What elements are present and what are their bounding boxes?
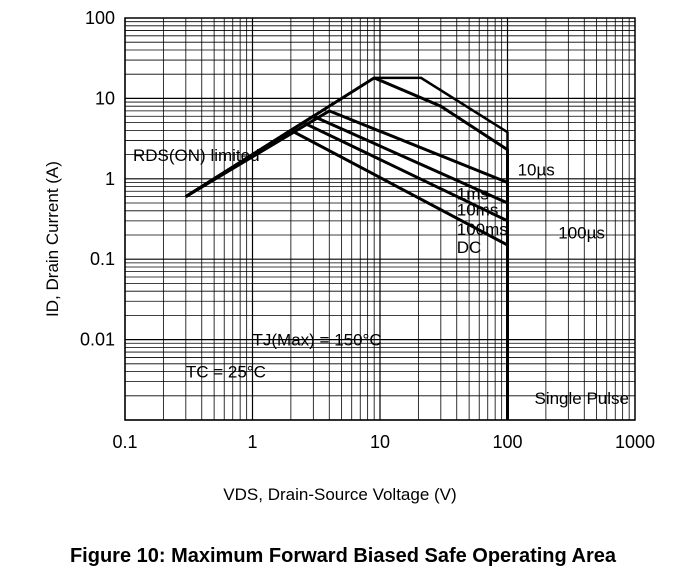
y-tick-label: 0.1	[90, 249, 115, 269]
figure-caption: Figure 10: Maximum Forward Biased Safe O…	[70, 545, 617, 567]
series-label: 1ms	[457, 185, 489, 204]
plot-frame	[124, 17, 636, 421]
series-label: 10µs	[518, 160, 555, 179]
y-tick-label: 1	[105, 169, 115, 189]
single-pulse-label: Single Pulse	[534, 389, 629, 408]
y-tick-label: 100	[85, 8, 115, 28]
series-label: 100µs	[558, 224, 605, 243]
x-tick-label: 100	[492, 432, 522, 452]
y-axis-label: ID, Drain Current (A)	[43, 161, 62, 317]
series-label: 10ms	[457, 200, 499, 219]
series-label: 100ms	[457, 220, 508, 239]
series-line	[185, 128, 509, 420]
annotation-layer: RDS(ON) limited TJ(Max) = 150°C TC = 25°…	[133, 146, 629, 408]
series-label: DC	[457, 238, 482, 257]
x-tick-label: 1000	[615, 432, 655, 452]
tick-layer: 0.1 1 10 100 1000 100 10 1 0.1 0.01	[80, 8, 655, 452]
y-tick-label: 10	[95, 88, 115, 108]
x-tick-label: 10	[370, 432, 390, 452]
x-tick-label: 0.1	[112, 432, 137, 452]
grid-layer	[124, 18, 635, 421]
tc-label: TC = 25°C	[186, 363, 266, 382]
y-tick-label: 0.01	[80, 330, 115, 350]
x-tick-label: 1	[247, 432, 257, 452]
x-axis-label: VDS, Drain-Source Voltage (V)	[223, 485, 456, 504]
rds-limited-label: RDS(ON) limited	[133, 146, 260, 165]
series-layer	[184, 76, 509, 420]
tj-max-label: TJ(Max) = 150°C	[253, 331, 382, 350]
